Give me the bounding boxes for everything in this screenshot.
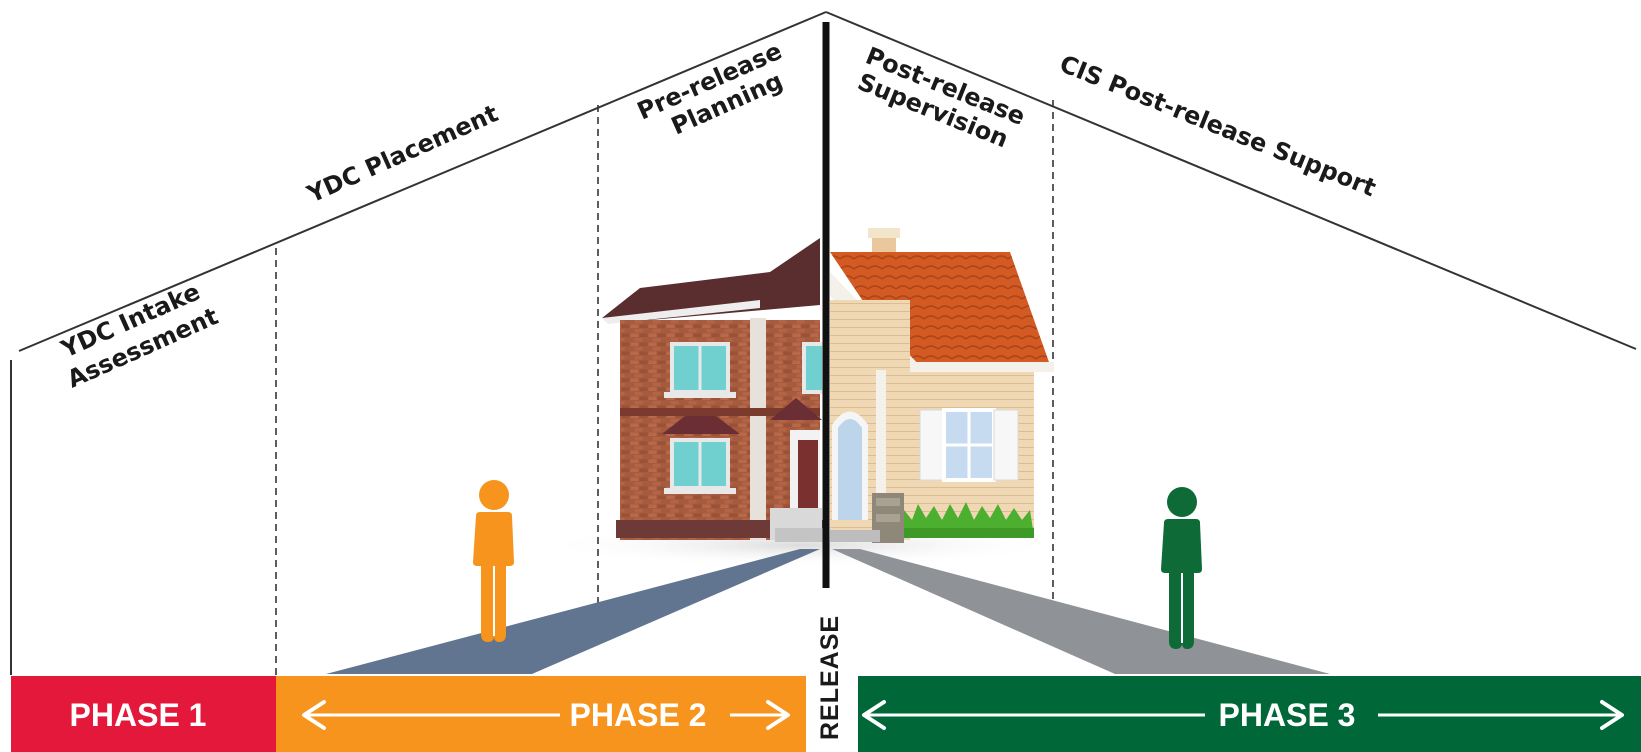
phase-3-arrow-right xyxy=(1378,700,1624,730)
label-ydc-placement: YDC Placement xyxy=(302,99,502,209)
phase-2-label: PHASE 2 xyxy=(570,697,707,733)
label-cis-support: CIS Post-release Support xyxy=(1056,50,1380,203)
youth-figure-green xyxy=(1161,487,1202,649)
roof-line-right xyxy=(825,11,1637,350)
phase-2-arrow-right xyxy=(730,700,790,730)
cottage-house xyxy=(830,228,1054,543)
release-label: RELEASE xyxy=(816,615,844,740)
phase-1-label: PHASE 1 xyxy=(70,697,207,733)
phase-1-bar xyxy=(11,676,276,752)
phase-3-arrow-left xyxy=(862,700,1205,730)
phase-3-label: PHASE 3 xyxy=(1219,697,1356,733)
phase-2-arrow-left xyxy=(302,700,560,730)
brick-house xyxy=(602,238,826,542)
path-after-release xyxy=(832,549,1330,674)
youth-figure-orange xyxy=(473,480,514,642)
path-before-release xyxy=(326,549,820,674)
roof-line-left xyxy=(18,11,827,352)
